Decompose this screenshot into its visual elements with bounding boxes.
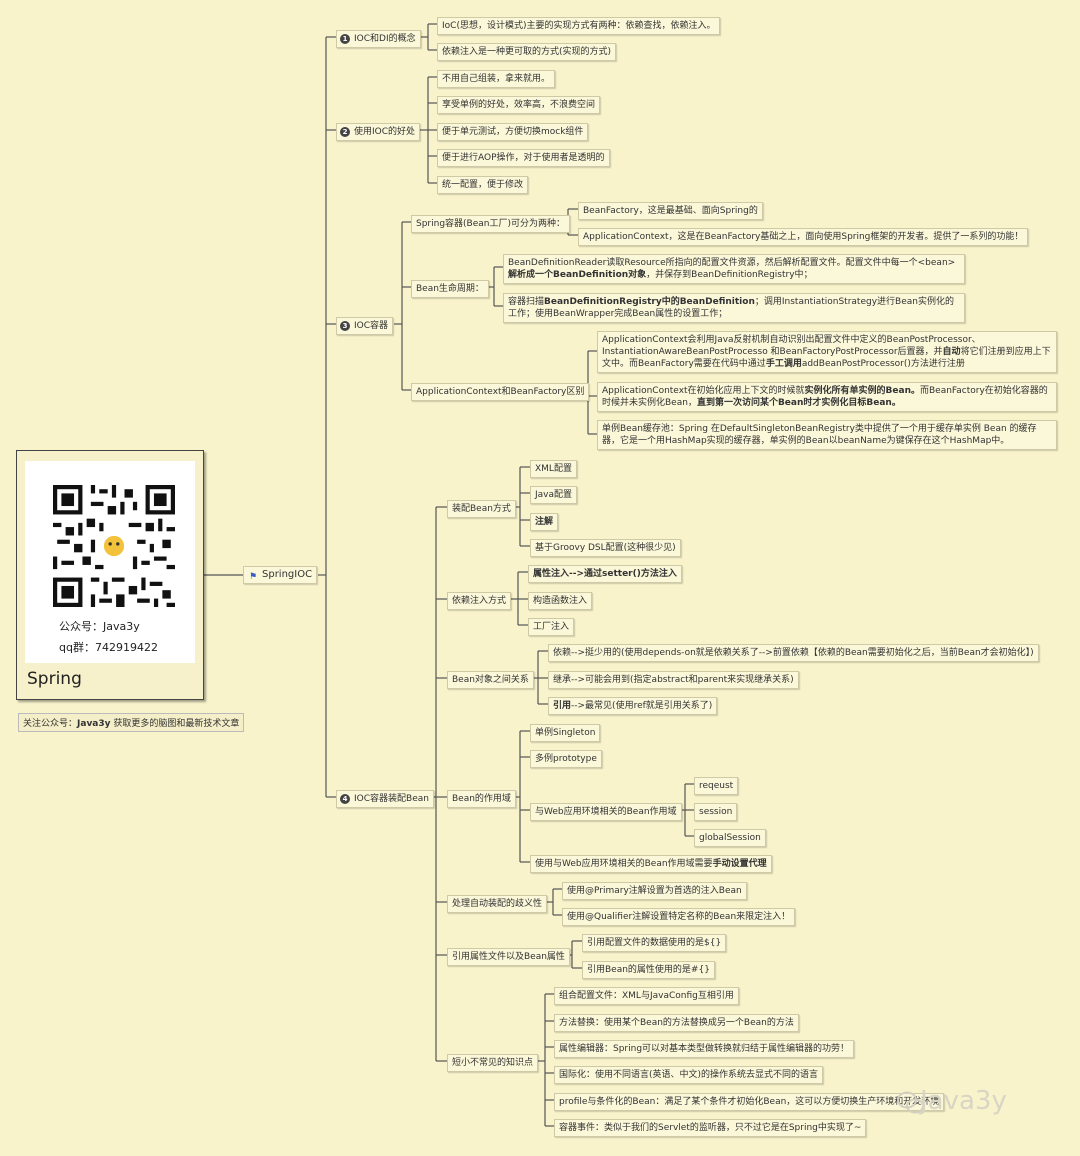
misc-item[interactable]: 组合配置文件：XML与JavaConfig互相引用 (554, 987, 739, 1005)
text-bold-part: BeanDefinitionRegistry中的BeanDefinition (544, 297, 755, 307)
injection-methods-node[interactable]: 依赖注入方式 (447, 592, 512, 610)
assembly-method-item[interactable]: 注解 (530, 513, 559, 531)
difference-item[interactable]: ApplicationContext在初始化应用上下文的时候就实例化所有单实例的… (597, 382, 1057, 412)
text-part: 容器扫描 (508, 297, 545, 307)
text-bold-part: 自动 (942, 347, 961, 357)
text-part: 使用与Web应用环境相关的Bean作用域需要 (535, 859, 713, 869)
text-part: ；调用InstantiationStrategy进行Bean实例化的工作；使用B… (508, 297, 954, 319)
text-bold-part: 直到第一次访问某个Bean时才实例化目标Bean。 (696, 398, 901, 408)
qr-code-icon (53, 485, 175, 607)
wechat-icon (897, 1091, 924, 1114)
bean-scope-node[interactable]: Bean的作用域 (447, 790, 516, 808)
text-part: ApplicationContext会利用Java反射机制自动识别出配置文件中定… (602, 335, 981, 357)
branch-ioc-di-concept[interactable]: 1 IOC和DI的概念 (336, 30, 421, 48)
text-bold-part: 解析成一个BeanDefinition对象 (508, 270, 647, 280)
branch-ioc-assemble-bean[interactable]: 4 IOC容器装配Bean (336, 790, 434, 808)
misc-item[interactable]: 国际化：使用不同语言(英语、中文)的操作系统去显式不同的语言 (554, 1066, 824, 1084)
context-vs-factory-node[interactable]: ApplicationContext和BeanFactory区别 (411, 383, 590, 401)
branch-label: IOC容器装配Bean (354, 794, 429, 804)
difference-item[interactable]: 单例Bean缓存池：Spring 在DefaultSingletonBeanRe… (597, 420, 1057, 450)
text-bold-part: 手动设置代理 (712, 859, 767, 869)
branch-label: 使用IOC的好处 (354, 127, 416, 137)
branch-number-badge: 2 (340, 127, 350, 137)
bean-relations-node[interactable]: Bean对象之间关系 (447, 671, 534, 689)
ambiguity-item[interactable]: 使用@Primary注解设置为首选的注入Bean (562, 882, 747, 900)
benefit-item[interactable]: 便于进行AOP操作，对于使用者是透明的 (437, 149, 610, 167)
public-account-text: 公众号：Java3y (59, 620, 140, 633)
branch-label: IOC和DI的概念 (354, 34, 416, 44)
property-reference-node[interactable]: 引用属性文件以及Bean属性 (447, 948, 570, 966)
text-part: ApplicationContext在初始化应用上下文的时候就 (602, 386, 805, 396)
misc-item[interactable]: profile与条件化的Bean：满足了某个条件才初始化Bean，这可以方便切换… (554, 1093, 945, 1111)
lifecycle-item[interactable]: BeanDefinitionReader读取Resource所指向的配置文件资源… (503, 254, 965, 284)
footer-note-account: Java3y (77, 719, 111, 729)
watermark-text: Java3y (920, 1086, 1007, 1116)
assembly-method-item[interactable]: XML配置 (530, 460, 577, 478)
injection-method-item[interactable]: 属性注入-->通过setter()方法注入 (528, 565, 682, 583)
text-bold-part: 实例化所有单实例的Bean。 (804, 386, 920, 396)
misc-item[interactable]: 属性编辑器：Spring可以对基本类型做转换就归结于属性编辑器的功劳！ (554, 1040, 855, 1058)
branch-number-badge: 4 (340, 794, 350, 804)
container-types-node[interactable]: Spring容器(Bean工厂)可分为两种： (411, 215, 570, 233)
text-bold-part: 引用 (553, 701, 572, 711)
card-title: Spring (27, 669, 82, 689)
difference-item[interactable]: ApplicationContext会利用Java反射机制自动识别出配置文件中定… (597, 331, 1057, 373)
benefit-item[interactable]: 享受单例的好处，效率高，不浪费空间 (437, 96, 601, 114)
injection-method-item[interactable]: 构造函数注入 (528, 592, 593, 610)
container-type-item[interactable]: BeanFactory，这是最基础、面向Spring的 (578, 202, 763, 220)
assembly-method-item[interactable]: 基于Groovy DSL配置(这种很少见) (530, 539, 681, 557)
text-part: 而BeanFactory在初始化容器的时候并未实例化Bean， (602, 386, 1048, 408)
misc-item[interactable]: 方法替换：使用某个Bean的方法替换成另一个Bean的方法 (554, 1014, 799, 1032)
root-label: SpringIOC (262, 569, 313, 580)
footer-note-prefix: 关注公众号： (23, 719, 78, 729)
concept-item[interactable]: 依赖注入是一种更可取的方式(实现的方式) (437, 43, 617, 61)
text-part: -->最常见(使用ref就是引用关系了) (571, 701, 713, 711)
branch-number-badge: 3 (340, 321, 350, 331)
ambiguity-item[interactable]: 使用@Qualifier注解设置特定名称的Bean来限定注入！ (562, 908, 796, 926)
assembly-method-item[interactable]: Java配置 (530, 486, 578, 504)
text-part: ，并保存到BeanDefinitionRegistry中； (646, 270, 813, 280)
footer-note-suffix: 获取更多的脑图和最新技术文章 (110, 719, 240, 729)
bean-lifecycle-node[interactable]: Bean生命周期： (411, 280, 489, 298)
benefit-item[interactable]: 统一配置，便于修改 (437, 176, 529, 194)
text-part: 将它们注册到应用上下文中。而BeanFactory需要在代码中通过 (602, 347, 1051, 369)
scope-item[interactable]: 单例Singleton (530, 724, 601, 742)
branch-ioc-benefits[interactable]: 2 使用IOC的好处 (336, 123, 421, 141)
branch-ioc-container[interactable]: 3 IOC容器 (336, 317, 394, 335)
assembly-methods-node[interactable]: 装配Bean方式 (447, 500, 516, 518)
relation-item[interactable]: 继承-->可能会用到(指定abstract和parent来实现继承关系) (548, 671, 799, 689)
container-type-item[interactable]: ApplicationContext，这是在BeanFactory基础之上，面向… (578, 228, 1029, 246)
scope-item[interactable]: 使用与Web应用环境相关的Bean作用域需要手动设置代理 (530, 855, 772, 873)
misc-item[interactable]: 容器事件：类似于我们的Servlet的监听器，只不过它是在Spring中实现了~ (554, 1119, 867, 1137)
branch-label: IOC容器 (354, 321, 389, 331)
benefit-item[interactable]: 便于单元测试，方便切换mock组件 (437, 123, 589, 141)
branch-number-badge: 1 (340, 34, 350, 44)
root-node[interactable]: ⚑ SpringIOC (243, 566, 318, 584)
text-bold-part: 手工调用 (765, 359, 802, 369)
autowire-ambiguity-node[interactable]: 处理自动装配的歧义性 (447, 895, 548, 913)
benefit-item[interactable]: 不用自己组装，拿来就用。 (437, 70, 556, 88)
concept-item[interactable]: IoC(思想，设计模式)主要的实现方式有两种：依赖查找，依赖注入。 (437, 17, 721, 35)
qr-card: 公众号：Java3y qq群：742919422 Spring (16, 450, 204, 700)
text-part: addBeanPostProcessor()方法进行注册 (801, 359, 965, 369)
relation-item[interactable]: 引用-->最常见(使用ref就是引用关系了) (548, 697, 718, 715)
text-part: BeanDefinitionReader读取Resource所指向的配置文件资源… (508, 258, 956, 268)
injection-method-item[interactable]: 工厂注入 (528, 618, 575, 636)
misc-knowledge-node[interactable]: 短小不常见的知识点 (447, 1054, 539, 1072)
web-scope-node[interactable]: 与Web应用环境相关的Bean作用域 (530, 803, 682, 821)
flag-icon: ⚑ (249, 572, 258, 582)
web-scope-item[interactable]: globalSession (694, 829, 766, 847)
footer-note: 关注公众号：Java3y 获取更多的脑图和最新技术文章 (18, 713, 245, 732)
relation-item[interactable]: 依赖-->挺少用的(使用depends-on就是依赖关系了-->前置依赖【依赖的… (548, 644, 1039, 662)
web-scope-item[interactable]: reqeust (694, 777, 739, 795)
lifecycle-item[interactable]: 容器扫描BeanDefinitionRegistry中的BeanDefiniti… (503, 293, 965, 323)
scope-item[interactable]: 多例prototype (530, 750, 602, 768)
property-reference-item[interactable]: 引用配置文件的数据使用的是${} (582, 934, 727, 952)
web-scope-item[interactable]: session (694, 803, 738, 821)
property-reference-item[interactable]: 引用Bean的属性使用的是#{} (582, 961, 715, 979)
qq-group-text: qq群：742919422 (59, 641, 158, 654)
qr-card-panel: 公众号：Java3y qq群：742919422 (25, 461, 195, 663)
